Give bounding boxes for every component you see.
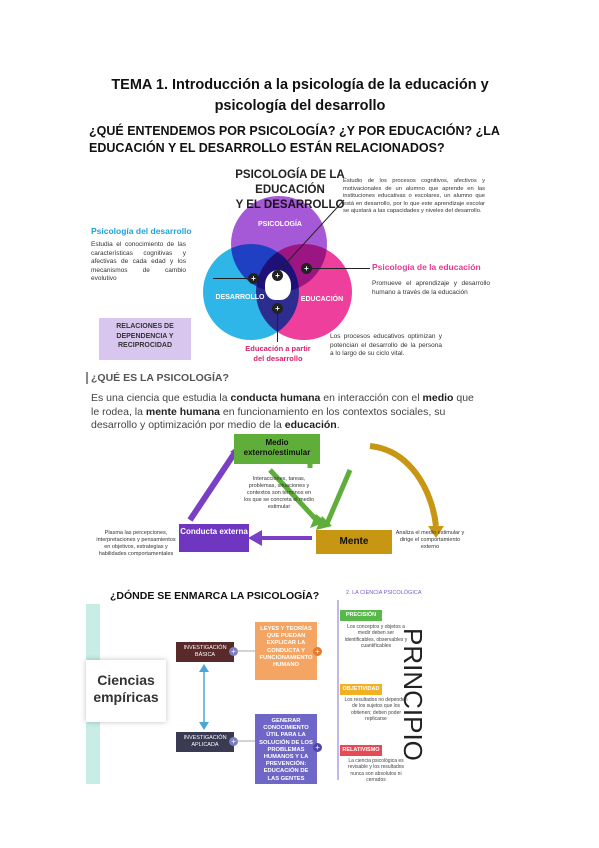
def-part: . (336, 419, 340, 431)
branch-lines (236, 650, 255, 742)
mente-box: Mente (316, 530, 392, 554)
def-conducta: conducta humana (230, 392, 321, 404)
principios-vertical: PRINCIPIOS (398, 628, 428, 760)
principios-bar (337, 600, 339, 780)
leyes-teorias-box: LEYES Y TEORÍAS QUE PUEDAN EXPLICAR LA C… (255, 622, 317, 680)
relaciones-box: RELACIONES DE DEPENDENCIA Y RECIPROCIDAD (99, 318, 191, 360)
page-title-line2: psicología del desarrollo (214, 98, 386, 114)
edu-partir-label: Educación a partir del desarrollo (238, 344, 318, 363)
dev-label: Psicología del desarrollo (91, 226, 192, 236)
triangle-center-text: Interacciones, tareas, problemas, situac… (244, 476, 315, 510)
ciencias-line2: empíricas (93, 689, 159, 705)
inv-basica-box: INVESTIGACIÓN BÁSICA (176, 642, 234, 662)
plus-icon-aplicada[interactable]: + (229, 737, 238, 746)
plus-icon-left[interactable]: + (248, 273, 259, 284)
def-part: Es una ciencia que estudia la (91, 392, 231, 404)
section-bar (86, 372, 88, 384)
connector-left (213, 278, 248, 279)
edu-partir-line1: Educación a partir (245, 344, 311, 353)
generar-conocimiento-box: GENERAR CONOCIMIENTO ÚTIL PARA LA SOLUCI… (255, 714, 317, 784)
que-es-heading: ¿QUÉ ES LA PSICOLOGÍA? (91, 372, 229, 384)
def-mente: mente humana (145, 405, 220, 418)
edu-label: Psicología de la educación (372, 262, 481, 272)
psicologia-label: PSICOLOGÍA (258, 221, 302, 228)
triangle-right-text: Analiza el medio estimular y dirige el c… (395, 530, 465, 550)
plus-icon-purple[interactable]: + (313, 743, 322, 752)
ciencias-line1: Ciencias (97, 672, 155, 688)
que-es-definition: Es una ciencia que estudia la conducta h… (91, 392, 475, 433)
bottom-desc: Los procesos educativos optimizan y pote… (330, 333, 442, 357)
ciencia-heading: 2. LA CIENCIA PSICOLÓGICA (346, 590, 422, 596)
triangle-left-text: Plasma las percepciones, interpretacione… (96, 530, 176, 557)
connector-top (277, 199, 345, 273)
plus-icon-bottom[interactable]: + (272, 303, 283, 314)
def-educacion: educación (284, 419, 337, 431)
desarrollo-label: DESARROLLO (215, 294, 265, 301)
relativismo-tag: RELATIVISMO (340, 745, 382, 756)
relativismo-desc: La ciencia psicológica es revisable y lo… (347, 758, 405, 783)
def-part: que le rodea, la (91, 392, 474, 418)
principios-text: PRINCIPIOS (398, 628, 428, 760)
educacion-label: EDUCACIÓN (300, 296, 344, 303)
connector-right (312, 268, 370, 269)
inv-aplicada-box: INVESTIGACIÓN APLICADA (176, 732, 234, 752)
top-desc: Estudio de los procesos cognitivos, afec… (343, 178, 485, 214)
edu-partir-line2: del desarrollo (253, 353, 303, 363)
question-heading-line1: ¿QUÉ ENTENDEMOS POR PSICOLOGÍA? ¿Y POR E… (89, 124, 500, 138)
conducta-box: Conducta externa (179, 524, 249, 552)
venn-title-line1: PSICOLOGÍA DE LA EDUCACIÓN (235, 169, 345, 196)
page-title-line1: TEMA 1. Introducción a la psicología de … (111, 77, 489, 93)
ciencias-box: Ciencias empíricas (86, 660, 166, 722)
objetividad-desc: Los resultados no dependen de los sujeto… (344, 697, 408, 722)
def-part: en funcionamiento en los contextos socia… (91, 405, 446, 432)
donde-heading: ¿DÓNDE SE ENMARCA LA PSICOLOGÍA? (110, 590, 320, 602)
precision-tag: PRECISIÓN (340, 610, 382, 621)
plus-icon-right[interactable]: + (301, 263, 312, 274)
def-part: en interacción con el (320, 392, 423, 404)
precision-desc: Los conceptos y objetos a medir deben se… (344, 624, 408, 649)
question-heading-line2: EDUCACIÓN Y EL DESARROLLO ESTÁN RELACION… (89, 141, 445, 155)
objetividad-tag: OBJETIVIDAD (340, 684, 382, 695)
plus-icon-center[interactable]: + (272, 270, 283, 281)
plus-icon-basica[interactable]: + (229, 647, 238, 656)
vertical-arrow (199, 664, 209, 730)
medio-box: Medio externo/estimular (234, 434, 320, 464)
plus-icon-orange[interactable]: + (313, 647, 322, 656)
dev-desc: Estudia el conocimiento de las caracterí… (91, 241, 186, 282)
def-medio: medio (422, 392, 454, 404)
connector-bottom (277, 314, 278, 342)
edu-desc: Promueve el aprendizaje y desarrollo hum… (372, 280, 490, 296)
